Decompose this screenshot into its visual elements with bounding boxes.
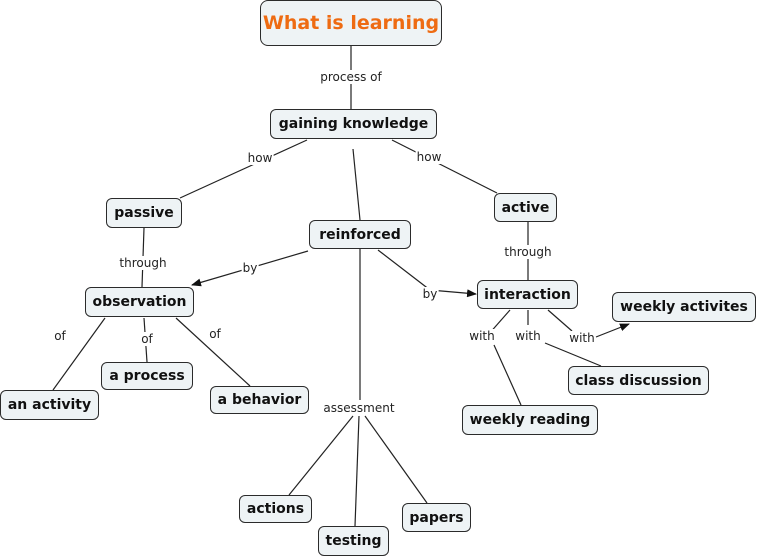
node-interaction[interactable]: interaction: [477, 280, 578, 309]
link-label-process-of: process of: [319, 70, 383, 84]
node-reinforced[interactable]: reinforced: [309, 220, 411, 249]
node-weekly-reading[interactable]: weekly reading: [462, 405, 598, 435]
link-label-assessment: assessment: [322, 401, 396, 415]
node-papers[interactable]: papers: [402, 503, 471, 532]
link-label-how-right: how: [415, 150, 443, 164]
link-label-how-left: how: [246, 151, 274, 165]
node-testing[interactable]: testing: [318, 526, 389, 556]
node-observation[interactable]: observation: [85, 287, 194, 317]
link-label-with-reading: with: [468, 329, 496, 343]
link-label-of-process: of: [140, 332, 154, 346]
link-label-by-interaction: by: [421, 287, 439, 301]
node-weekly-activites[interactable]: weekly activites: [612, 292, 756, 322]
link-label-by-observation: by: [241, 261, 259, 275]
link-label-of-behavior: of: [208, 327, 222, 341]
node-an-activity[interactable]: an activity: [0, 390, 99, 420]
node-what-is-learning[interactable]: What is learning: [260, 0, 442, 46]
node-active[interactable]: active: [494, 193, 557, 222]
node-passive[interactable]: passive: [106, 198, 182, 228]
node-actions[interactable]: actions: [239, 495, 312, 523]
link-label-with-discussion: with: [514, 329, 542, 343]
node-class-discussion[interactable]: class discussion: [568, 366, 709, 395]
link-label-with-activites: with: [568, 331, 596, 345]
node-gaining-knowledge[interactable]: gaining knowledge: [270, 109, 437, 139]
link-label-through-active: through: [503, 245, 553, 259]
node-a-process[interactable]: a process: [101, 362, 193, 390]
link-label-of-activity: of: [53, 329, 67, 343]
node-a-behavior[interactable]: a behavior: [210, 386, 309, 414]
link-label-through-passive: through: [118, 256, 168, 270]
